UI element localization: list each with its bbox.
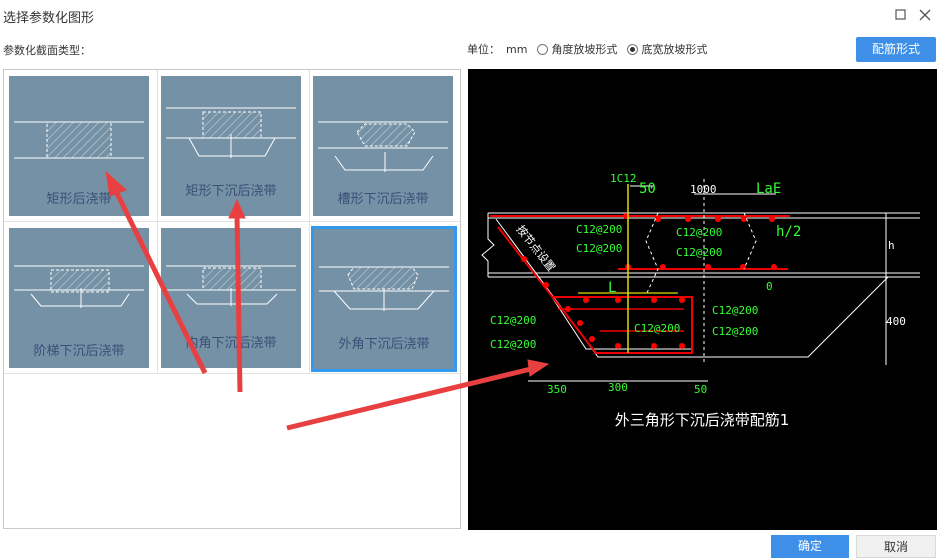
label-c12-5: C12@200 (490, 314, 536, 327)
label-d1000: 1000 (690, 183, 717, 196)
cancel-button[interactable]: 取消 (856, 535, 936, 558)
rebar-detail-drawing: 1C12 50 LaE h/2 C12@200 C12@200 C12@200 … (481, 172, 920, 429)
unit-label: 单位： (467, 43, 500, 56)
label-c12-8: C12@200 (712, 304, 758, 317)
shape-rect-thumb[interactable]: 矩形后浇带 (9, 76, 149, 216)
radio-width-slope[interactable]: 底宽放坡形式 (627, 41, 707, 57)
label-d50-bottom: 50 (694, 383, 707, 396)
shape-inner-corner-sunken-thumb[interactable]: 内角下沉后浇带 (161, 228, 301, 368)
label-h2: h/2 (776, 224, 801, 240)
radio-width-slope-label: 底宽放坡形式 (641, 43, 708, 56)
unit-value: mm (506, 42, 528, 56)
shape-outer-corner-sunken[interactable]: 外角下沉后浇带 (308, 222, 462, 374)
shape-inner-corner-sunken-label: 内角下沉后浇带 (185, 336, 277, 351)
radio-angle-slope-label: 角度放坡形式 (551, 43, 618, 56)
label-d50-top: 50 (639, 181, 656, 197)
shape-outer-corner-sunken-thumb[interactable]: 外角下沉后浇带 (311, 226, 457, 372)
rebar-style-button[interactable]: 配筋形式 (856, 37, 936, 62)
radio-angle-slope-dot[interactable] (537, 43, 549, 55)
label-d400: 400 (886, 315, 906, 328)
section-type-label: 参数化截面类型： (3, 44, 91, 57)
label-top-bar: 1C12 (610, 172, 637, 185)
shape-rect-sunken-label: 矩形下沉后浇带 (185, 184, 277, 199)
label-c12-7: C12@200 (634, 322, 680, 335)
label-node-note: 按节点设置 (514, 222, 559, 274)
label-lae: LaE (756, 181, 781, 197)
label-d300: 300 (608, 381, 628, 394)
shape-groove-sunken-thumb[interactable]: 槽形下沉后浇带 (313, 76, 453, 216)
rect-sunken-pour-strip-icon (166, 107, 296, 158)
shape-step-sunken-label: 阶梯下沉后浇带 (33, 344, 125, 359)
unit-row: 单位： mm 角度放坡形式 底宽放坡形式 (467, 41, 707, 57)
window-title: 选择参数化图形 (3, 11, 95, 26)
shape-rect[interactable]: 矩形后浇带 (4, 70, 158, 222)
maximize-icon[interactable] (892, 6, 910, 24)
label-h: h (888, 239, 895, 252)
label-c12-1: C12@200 (576, 223, 622, 236)
label-c12-3: C12@200 (676, 226, 722, 239)
close-icon[interactable] (916, 6, 934, 24)
radio-width-slope-dot[interactable] (627, 43, 639, 55)
label-zero: 0 (766, 280, 773, 293)
label-l: L (608, 280, 616, 296)
shape-groove-sunken[interactable]: 槽形下沉后浇带 (308, 70, 462, 222)
shape-inner-corner-sunken[interactable]: 内角下沉后浇带 (156, 222, 310, 374)
shape-rect-label: 矩形后浇带 (46, 192, 112, 207)
label-c12-4: C12@200 (676, 246, 722, 259)
label-c12-9: C12@200 (712, 325, 758, 338)
radio-angle-slope[interactable]: 角度放坡形式 (537, 41, 617, 57)
label-d350: 350 (547, 383, 567, 396)
ok-button[interactable]: 确定 (771, 535, 849, 558)
shape-rect-sunken[interactable]: 矩形下沉后浇带 (156, 70, 310, 222)
shape-step-sunken-thumb[interactable]: 阶梯下沉后浇带 (9, 228, 149, 368)
rect-pour-strip-icon (14, 121, 144, 159)
label-c12-6: C12@200 (490, 338, 536, 351)
shape-rect-sunken-thumb[interactable]: 矩形下沉后浇带 (161, 76, 301, 216)
preview-caption: 外三角形下沉后浇带配筋1 (615, 411, 790, 429)
shape-groove-sunken-label: 槽形下沉后浇带 (337, 192, 429, 207)
shape-gallery: 矩形后浇带 矩形下沉后浇带 槽形下沉后浇带 (3, 69, 462, 529)
outer-corner-sunken-pour-strip-icon (319, 266, 449, 311)
groove-sunken-pour-strip-icon (318, 121, 448, 172)
title-bar: 选择参数化图形 (0, 0, 939, 32)
label-c12-2: C12@200 (576, 242, 622, 255)
shape-outer-corner-sunken-label: 外角下沉后浇带 (338, 337, 430, 352)
rebar-preview-panel: 1C12 50 LaE h/2 C12@200 C12@200 C12@200 … (468, 69, 937, 530)
shape-step-sunken[interactable]: 阶梯下沉后浇带 (4, 222, 158, 374)
